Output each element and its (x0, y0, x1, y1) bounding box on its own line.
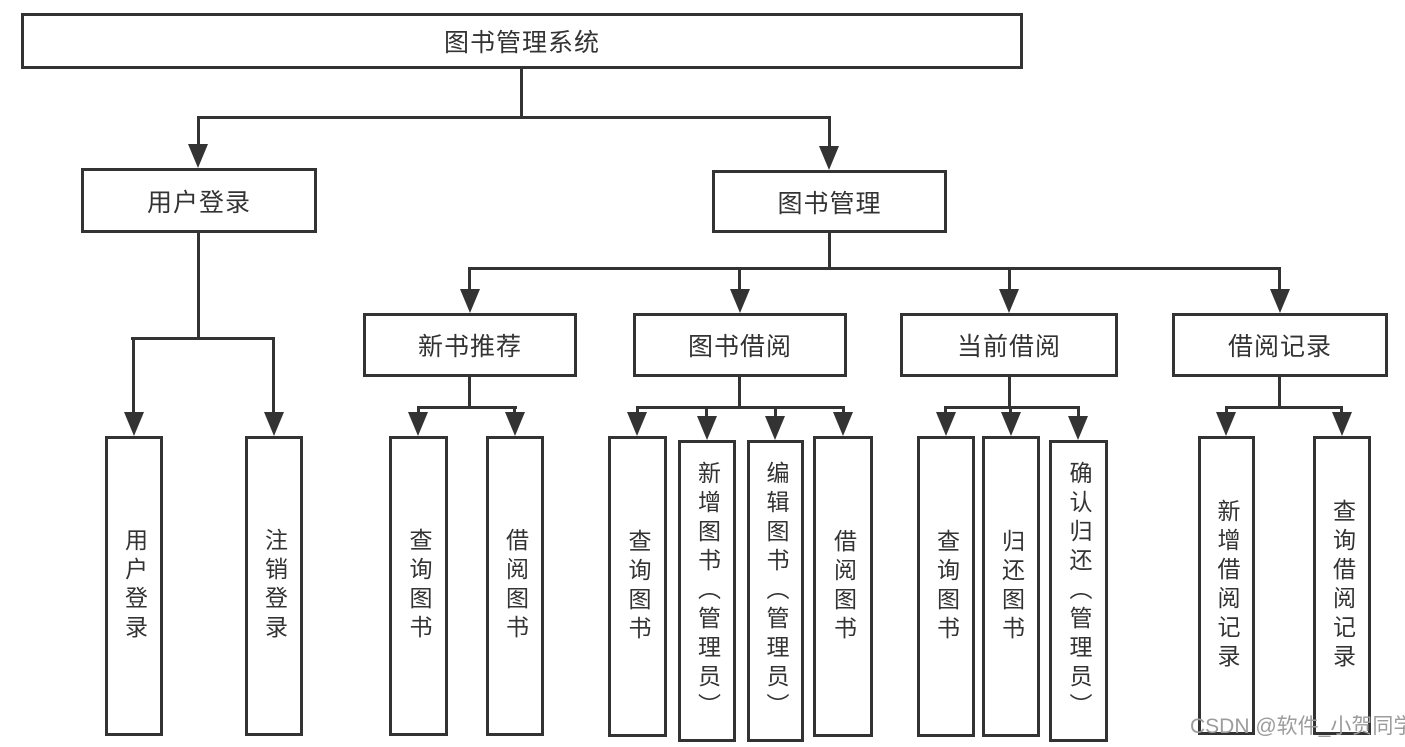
connector-to-borrowing-borrow (842, 406, 845, 416)
leaf-borrowing-query-books: 查询图书 (608, 436, 667, 737)
connector-root-trunk (520, 67, 523, 118)
leaf-confirm-return-admin: 确认归还（管理员） (1049, 440, 1108, 742)
leaf-confirm-return-admin-label: 确认归还（管理员） (1066, 460, 1092, 722)
connector-user-login-trunk (197, 231, 200, 339)
connector-to-new-book-recommend (468, 267, 471, 293)
node-book-borrowing: 图书借阅 (633, 313, 847, 377)
connector-new-book-recommend-split (417, 406, 517, 409)
connector-to-edit-books (774, 406, 777, 420)
leaf-borrowing-query-books-label: 查询图书 (625, 528, 651, 645)
node-book-management-label: 图书管理 (777, 189, 882, 218)
arrowhead-leaf-user-login (124, 412, 144, 436)
connector-root-split (197, 116, 831, 119)
node-current-borrowing: 当前借阅 (900, 313, 1118, 377)
connector-to-borrow-records (1278, 267, 1281, 293)
connector-to-leaf-user-login (132, 337, 135, 415)
arrowhead-book-management (819, 146, 839, 170)
connector-to-newrec-query (417, 406, 420, 416)
leaf-add-borrow-record: 新增借阅记录 (1198, 436, 1255, 735)
connector-to-add-record (1225, 406, 1228, 416)
connector-borrow-records-split (1225, 406, 1343, 409)
connector-to-return-books (1009, 406, 1012, 416)
connector-borrow-records-trunk (1278, 375, 1281, 408)
connector-to-book-management (828, 116, 831, 150)
arrowhead-confirm-return (1068, 416, 1088, 440)
connector-to-current-borrowing (1008, 267, 1011, 293)
arrowhead-add-books (697, 416, 717, 440)
leaf-user-login-label: 用户登录 (121, 528, 148, 644)
leaf-newrec-borrow-books-label: 借阅图书 (502, 528, 529, 644)
connector-to-newrec-borrow (513, 406, 516, 416)
node-root-label: 图书管理系统 (443, 29, 600, 57)
node-book-management: 图书管理 (712, 170, 947, 233)
arrowhead-current-borrowing (999, 289, 1019, 313)
leaf-add-borrow-record-label: 新增借阅记录 (1214, 498, 1240, 673)
node-borrow-records: 借阅记录 (1172, 313, 1388, 377)
arrowhead-current-query (936, 412, 956, 436)
arrowhead-newrec-borrow (505, 412, 525, 436)
leaf-logout: 注销登录 (245, 436, 303, 736)
arrowhead-book-borrowing (730, 289, 750, 313)
leaf-add-books-admin: 新增图书（管理员） (678, 440, 736, 742)
arrowhead-newrec-query (408, 412, 428, 436)
connector-to-add-books (705, 406, 708, 420)
arrowhead-query-record (1332, 412, 1352, 436)
node-new-book-recommend: 新书推荐 (363, 313, 577, 377)
leaf-newrec-query-books-label: 查询图书 (406, 528, 432, 644)
connector-book-management-split (468, 267, 1281, 270)
connector-to-book-borrowing (738, 267, 741, 293)
leaf-return-books: 归还图书 (982, 436, 1040, 737)
connector-to-leaf-logout (272, 337, 275, 415)
leaf-current-query-books: 查询图书 (917, 436, 975, 737)
node-borrow-records-label: 借阅记录 (1227, 333, 1332, 361)
leaf-query-borrow-record-label: 查询借阅记录 (1329, 498, 1356, 673)
connector-new-book-recommend-trunk (468, 375, 471, 408)
arrowhead-leaf-logout (264, 412, 284, 436)
connector-to-user-login (197, 116, 200, 148)
connector-to-current-query (944, 406, 947, 416)
leaf-borrowing-borrow-books: 借阅图书 (813, 436, 873, 737)
leaf-user-login: 用户登录 (105, 436, 163, 736)
leaf-current-query-books-label: 查询图书 (933, 528, 960, 645)
arrowhead-user-login (188, 144, 208, 168)
connector-book-borrowing-trunk (738, 375, 741, 408)
connector-user-login-split (131, 337, 275, 340)
connector-to-borrowing-query (636, 406, 639, 416)
leaf-edit-books-admin-label: 编辑图书（管理员） (763, 460, 789, 722)
connector-current-borrowing-split (944, 406, 1080, 409)
node-user-login: 用户登录 (81, 168, 317, 233)
leaf-edit-books-admin: 编辑图书（管理员） (747, 440, 804, 742)
leaf-borrowing-borrow-books-label: 借阅图书 (830, 528, 857, 645)
connector-to-confirm-return (1077, 406, 1080, 420)
arrowhead-new-book-recommend (460, 289, 480, 313)
node-user-login-label: 用户登录 (146, 188, 251, 217)
connector-book-borrowing-split (636, 406, 845, 409)
connector-to-query-record (1340, 406, 1343, 416)
connector-current-borrowing-trunk (1008, 375, 1011, 408)
node-book-borrowing-label: 图书借阅 (687, 333, 792, 361)
node-new-book-recommend-label: 新书推荐 (417, 333, 522, 361)
connector-book-management-trunk (828, 231, 831, 269)
node-current-borrowing-label: 当前借阅 (956, 333, 1061, 361)
arrowhead-borrow-records (1270, 289, 1290, 313)
watermark: CSDN @软件_小贺同学 (1190, 715, 1405, 738)
arrowhead-borrowing-borrow (833, 412, 853, 436)
leaf-query-borrow-record: 查询借阅记录 (1313, 436, 1371, 735)
arrowhead-borrowing-query (627, 412, 647, 436)
leaf-add-books-admin-label: 新增图书（管理员） (694, 460, 721, 722)
leaf-logout-label: 注销登录 (261, 528, 288, 644)
leaf-return-books-label: 归还图书 (998, 528, 1025, 645)
arrowhead-return-books (1001, 412, 1021, 436)
arrowhead-add-record (1216, 412, 1236, 436)
leaf-newrec-query-books: 查询图书 (389, 436, 448, 736)
arrowhead-edit-books (765, 416, 785, 440)
leaf-newrec-borrow-books: 借阅图书 (486, 436, 544, 736)
node-root: 图书管理系统 (21, 13, 1023, 69)
